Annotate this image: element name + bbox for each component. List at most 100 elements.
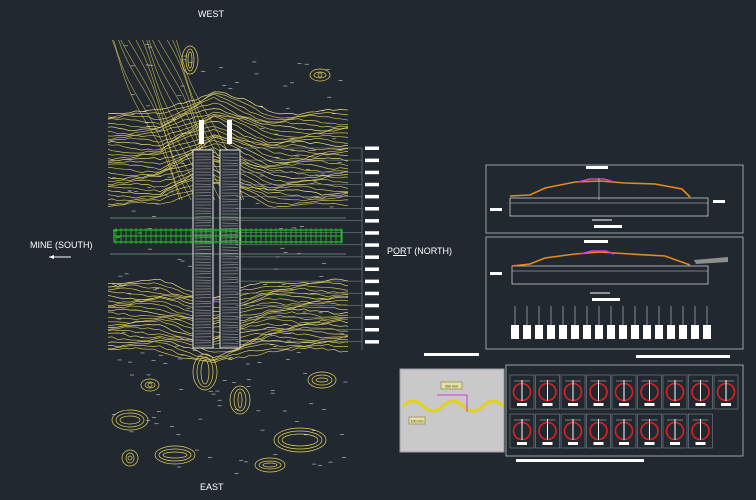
pile-label-bar (593, 442, 604, 445)
pile-label-bar (619, 403, 629, 406)
station-marker (365, 182, 379, 187)
schedule-frame (505, 364, 744, 457)
station-markers (236, 146, 379, 350)
abutment-left (199, 120, 204, 144)
post-block (655, 325, 663, 339)
contour-closed-loop (140, 378, 160, 392)
post-block (631, 325, 639, 339)
pile-cell-frame (560, 374, 586, 410)
contour-line (108, 338, 348, 358)
compass-west-label: WEST (198, 9, 224, 19)
contour-closed-loop (315, 377, 329, 383)
section-1-right-tag (713, 200, 725, 203)
contour-line (108, 91, 348, 116)
post-block (583, 325, 591, 339)
tag-wave-top-box (440, 381, 463, 390)
contour-closed-loop (273, 427, 327, 453)
pile-label-bar (695, 403, 706, 406)
contour-line (108, 136, 348, 164)
contour-line (108, 347, 348, 363)
section-2-caption (592, 298, 620, 301)
pile-label-bar (568, 442, 578, 445)
tag-wave-top: 300 mm (445, 384, 458, 388)
contour-line (128, 40, 205, 201)
pile-label-bar (517, 403, 527, 406)
contour-line (108, 121, 348, 147)
contour-closed-loop (313, 71, 327, 79)
pile-cell-frame (586, 374, 611, 410)
section-1-crest (577, 178, 615, 183)
pile-cell-frame (535, 374, 560, 410)
pile-cell-frame (535, 413, 560, 449)
port-direction-label: PORT (NORTH) (387, 246, 452, 256)
contour-closed-loop (317, 72, 323, 78)
port-label-suffix: T (NORTH) (406, 246, 453, 256)
station-marker (365, 231, 379, 235)
contour-closed-loop (187, 51, 193, 69)
station-marker (365, 194, 379, 199)
contour-closed-loop (229, 385, 251, 415)
section-1-caption (594, 225, 622, 228)
section-2-deck (511, 265, 709, 285)
section-2-left-tag (490, 272, 502, 275)
contour-line (108, 93, 348, 121)
contour-line (108, 115, 348, 140)
station-marker (365, 170, 379, 175)
contour-closed-loop (181, 45, 199, 75)
pile-cell-frame (688, 413, 713, 449)
corrugation-detail: 300 mm 100 mm (399, 368, 505, 453)
contour-closed-loop (258, 460, 282, 470)
contour-line (108, 115, 348, 144)
section-2-leader-tag (694, 257, 728, 264)
contour-closed-loop (192, 353, 218, 391)
site-plan-view (108, 40, 348, 474)
contour-lines (108, 40, 348, 473)
pile-cell-frame (586, 413, 611, 449)
contour-closed-loop (200, 359, 210, 385)
mine-direction-label: MINE (SOUTH) (30, 240, 93, 250)
pile-cell-frame (611, 374, 637, 410)
port-label-underlined: OR (393, 246, 407, 256)
contour-closed-loop (147, 382, 153, 388)
station-marker (365, 267, 379, 271)
tag-wave-left-box (408, 416, 426, 425)
station-marker (365, 158, 379, 163)
contour-closed-loop (307, 371, 337, 389)
pile-label-bar (542, 403, 553, 406)
pile-cell-frame (509, 413, 535, 449)
pile-label-bar (721, 403, 731, 406)
pile-label-bar (517, 442, 527, 445)
post-block (643, 325, 651, 339)
tag-wave-left: 100 mm (411, 419, 424, 423)
pile-label-bar (542, 442, 553, 445)
contour-closed-loop (111, 409, 149, 431)
contour-line (108, 108, 348, 132)
section-1-ground-profile (509, 180, 691, 198)
detail-title-bar (424, 353, 479, 356)
post-block (511, 325, 519, 339)
section-1-frame (485, 164, 744, 234)
contour-closed-loop (262, 462, 278, 468)
pile-cell-frame (688, 374, 713, 410)
section-1-deck (509, 197, 709, 217)
station-marker (365, 315, 379, 320)
detail-frame (399, 368, 505, 453)
contour-line (120, 40, 198, 201)
station-marker (365, 219, 379, 223)
post-block (571, 325, 579, 339)
post-block (523, 325, 531, 339)
section-2-crest (579, 250, 615, 255)
pile-schedule-table (505, 364, 744, 462)
contour-line (108, 96, 348, 126)
pile-cell-frame (560, 413, 586, 449)
contour-line (108, 344, 348, 361)
contour-line (108, 135, 348, 161)
pile-cell-frame (611, 413, 637, 449)
contour-line (108, 125, 348, 151)
post-block (619, 325, 627, 339)
station-marker (365, 291, 379, 296)
mine-arrow-head (49, 255, 54, 259)
contour-closed-loop (154, 445, 196, 465)
contour-line (108, 92, 348, 119)
pile-label-bar (670, 403, 680, 406)
